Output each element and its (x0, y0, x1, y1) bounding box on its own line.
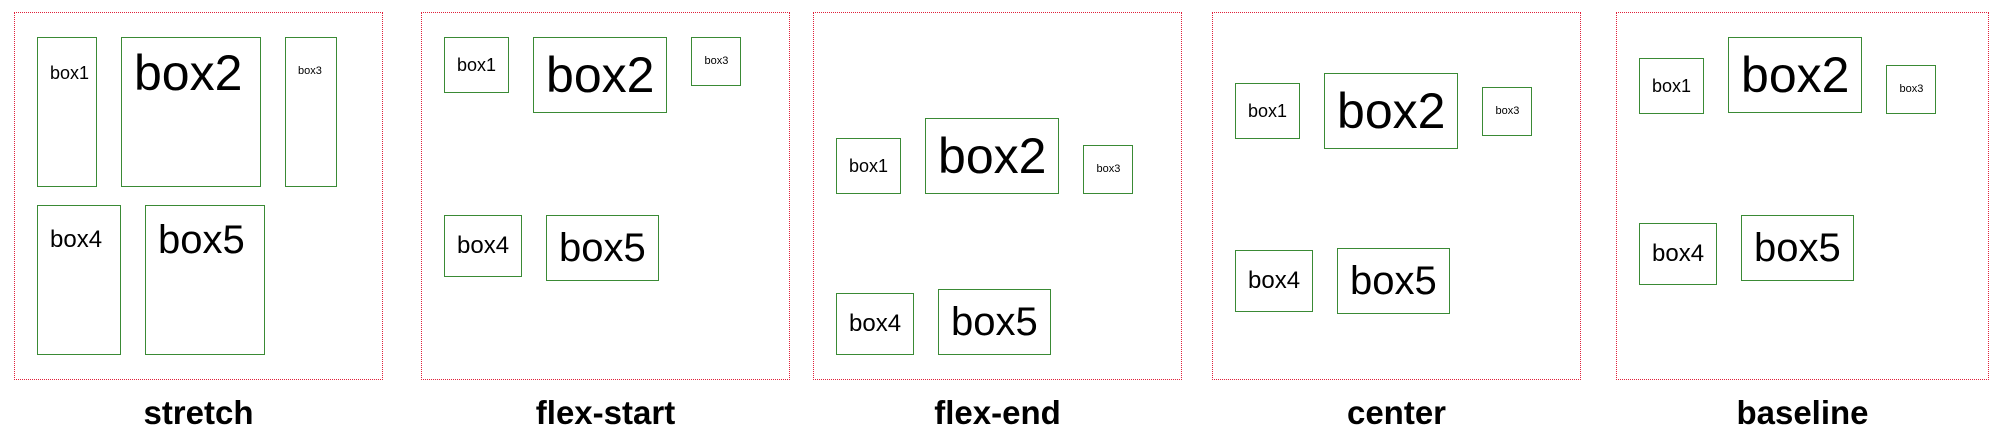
box1: box1 (1235, 83, 1301, 139)
box3: box3 (285, 37, 337, 187)
box1: box1 (1639, 58, 1705, 114)
box2: box2 (1324, 73, 1459, 149)
box4: box4 (37, 205, 121, 355)
container-flex-end: box1 box2 box3 box4 box5 (813, 12, 1182, 380)
flex-line-2: box4 box5 (422, 215, 789, 355)
box2: box2 (121, 37, 261, 187)
flex-line-1: box1 box2 box3 (422, 37, 789, 198)
flex-line-2: box4 box5 (814, 283, 1181, 355)
box3: box3 (1482, 86, 1533, 136)
box3: box3 (1083, 145, 1134, 194)
flex-line-2: box4 box5 (1213, 245, 1580, 317)
container-baseline: box1 box2 box3 box4 box5 (1616, 12, 1989, 380)
flex-line-1: box1 box2 box3 (814, 37, 1181, 194)
flex-line-2: box4 box5 (15, 205, 382, 355)
box1: box1 (836, 138, 902, 194)
box5: box5 (938, 289, 1051, 355)
caption-flex-end: flex-end (934, 394, 1061, 431)
caption-baseline: baseline (1736, 394, 1869, 431)
flex-line-1: box1 box2 box3 (1213, 73, 1580, 149)
box5: box5 (145, 205, 265, 355)
box2: box2 (925, 118, 1060, 194)
flex-line-2: box4 box5 (1617, 215, 1988, 355)
caption-flex-start: flex-start (535, 394, 676, 431)
box4: box4 (1235, 250, 1314, 312)
container-center: box1 box2 box3 box4 box5 (1212, 12, 1581, 380)
flex-line-1: box1 box2 box3 (15, 37, 382, 187)
box3: box3 (1886, 65, 1937, 114)
box4: box4 (444, 215, 523, 277)
box2: box2 (1728, 37, 1863, 113)
box1: box1 (37, 37, 97, 187)
box4: box4 (836, 293, 915, 355)
box3: box3 (691, 37, 742, 86)
box5: box5 (1741, 215, 1854, 281)
caption-stretch: stretch (143, 394, 254, 431)
box5: box5 (546, 215, 659, 281)
box5: box5 (1337, 248, 1450, 314)
container-flex-start: box1 box2 box3 box4 box5 (421, 12, 790, 380)
container-stretch: box1 box2 box3 box4 box5 (14, 12, 383, 380)
flex-line-1: box1 box2 box3 (1617, 37, 1988, 198)
caption-center: center (1346, 394, 1447, 431)
box2: box2 (533, 37, 668, 113)
box4: box4 (1639, 223, 1718, 285)
box1: box1 (444, 37, 510, 93)
